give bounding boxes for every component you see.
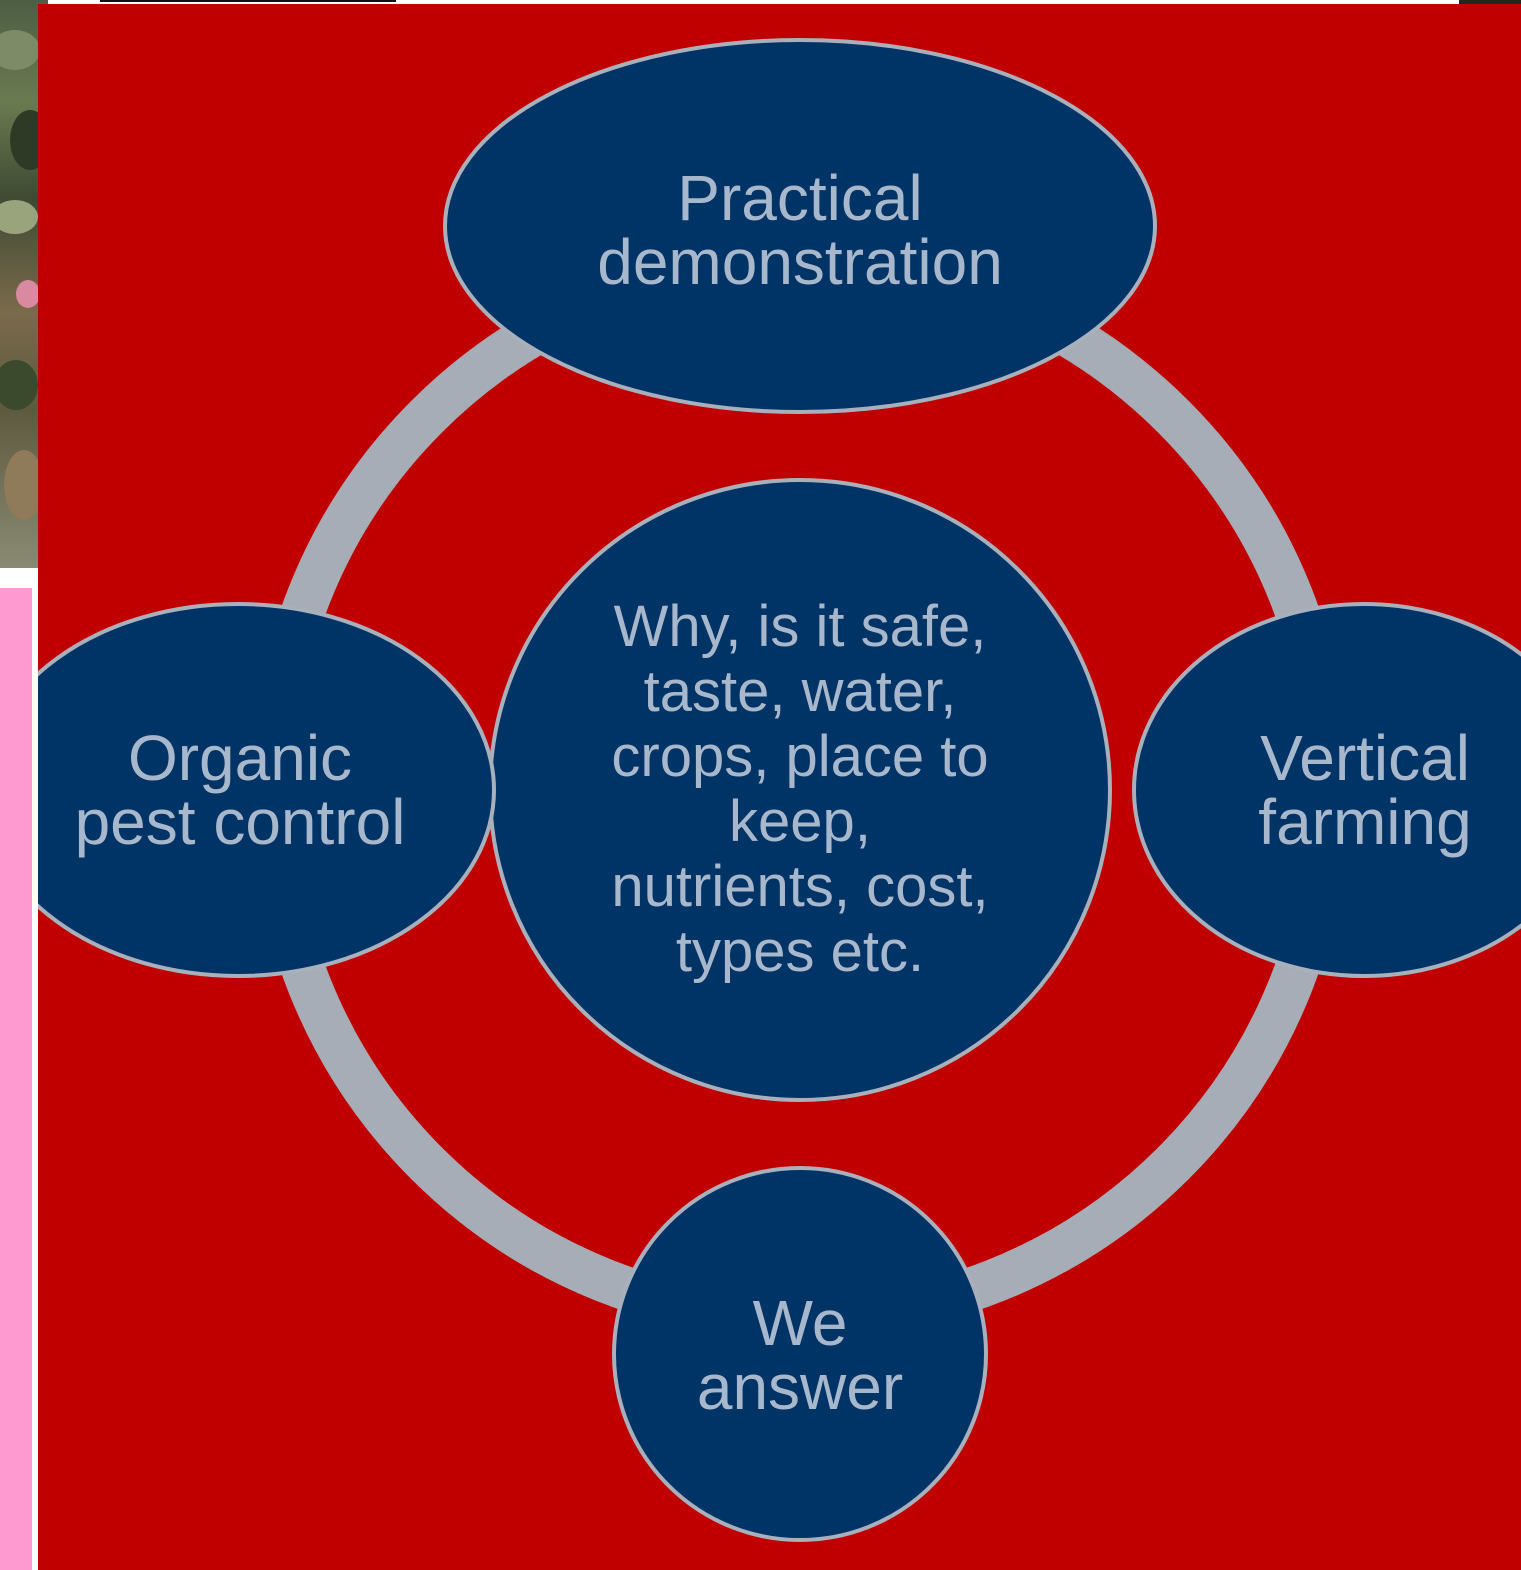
node-we-answer bbox=[612, 1166, 988, 1542]
node-label-organic-pest-control: Organic pest control bbox=[74, 722, 406, 858]
node-organic-pest-control bbox=[38, 602, 496, 978]
side-panel bbox=[0, 588, 32, 1570]
node-label-vertical-farming: Vertical farming bbox=[1258, 722, 1472, 858]
top-edge-bar bbox=[100, 0, 396, 2]
node-label-we-answer: We answer bbox=[696, 1287, 904, 1423]
node-vertical-farming bbox=[1132, 602, 1521, 978]
node-practical-demonstration bbox=[443, 38, 1157, 414]
node-label-practical-demonstration: Practical demonstration bbox=[597, 162, 1003, 298]
center-node-label: Why, is it safe, taste, water, crops, pl… bbox=[611, 594, 989, 984]
